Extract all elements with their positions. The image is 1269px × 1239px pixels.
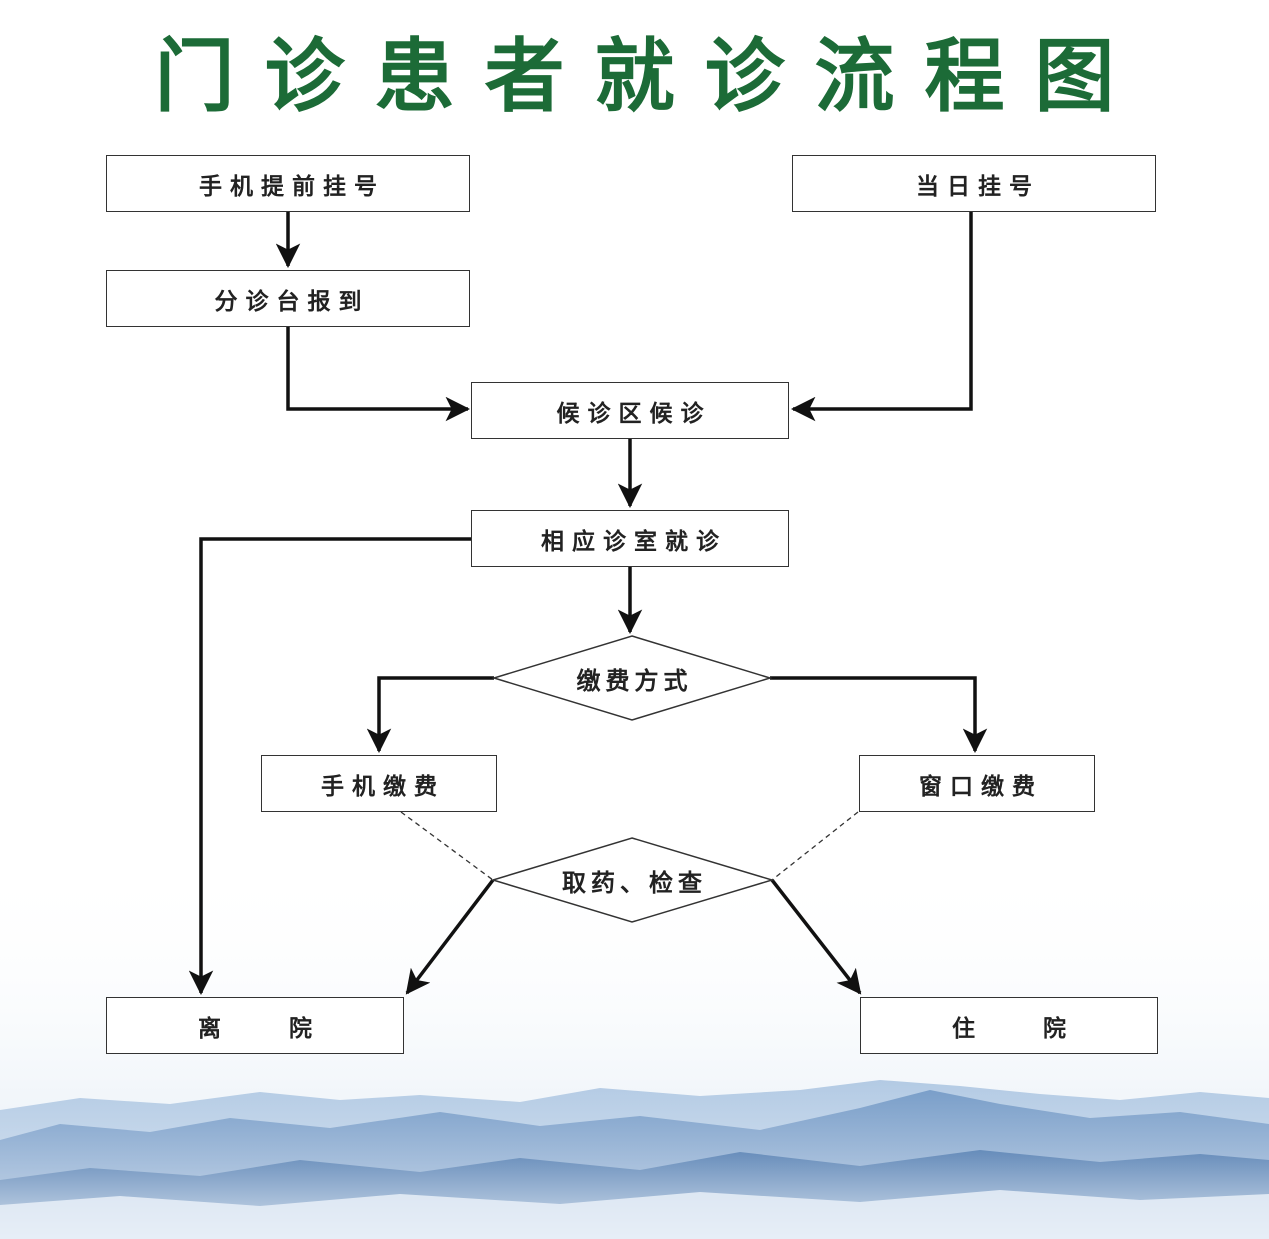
node-advance-registration: 手机提前挂号 xyxy=(106,155,470,212)
label-medicine-exam: 取药、检查 xyxy=(562,868,707,897)
label-payment-method: 缴费方式 xyxy=(576,666,693,695)
edge-triage-to-waiting xyxy=(286,327,471,422)
node-consultation-room: 相应诊室就诊 xyxy=(471,510,789,567)
node-discharge: 离 院 xyxy=(106,997,404,1054)
edge-consult-to-discharge xyxy=(188,537,471,996)
edge-payment-to-mobile xyxy=(366,676,494,754)
node-mobile-payment: 手机缴费 xyxy=(261,755,497,812)
node-triage-checkin: 分诊台报到 xyxy=(106,270,470,327)
diamond-medicine-exam xyxy=(490,837,775,923)
node-hospitalization: 住 院 xyxy=(860,997,1158,1054)
edge-medicine-to-hospital xyxy=(770,878,862,995)
node-waiting-area: 候诊区候诊 xyxy=(471,382,789,439)
edge-mobile-to-medicine xyxy=(400,811,494,881)
edge-sameday-to-waiting xyxy=(790,212,973,422)
diamond-payment-method xyxy=(491,635,773,721)
edge-medicine-to-discharge xyxy=(405,878,495,995)
page-title: 门诊患者就诊流程图 xyxy=(154,30,1145,123)
edge-window-to-medicine xyxy=(771,811,859,881)
node-same-day-registration: 当日挂号 xyxy=(792,155,1156,212)
edge-payment-to-window xyxy=(770,676,988,754)
node-window-payment: 窗口缴费 xyxy=(859,755,1095,812)
